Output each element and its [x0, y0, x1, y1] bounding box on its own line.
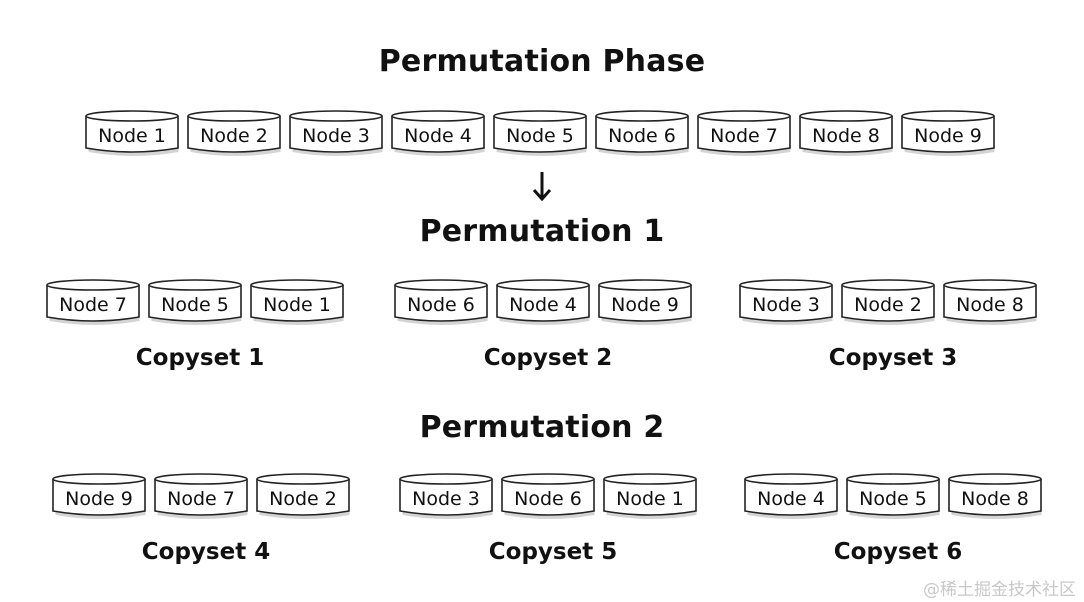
node-label: Node 9: [914, 125, 982, 147]
copyset-label: Copyset 1: [135, 345, 265, 371]
node-disk: Node 9: [597, 277, 693, 327]
disk-icon: [744, 473, 838, 519]
copyset-row: Node 6 Node 4 Node 9: [393, 277, 693, 327]
node-disk: Node 8: [947, 471, 1043, 521]
disk-icon: [948, 473, 1042, 519]
node-label: Node 4: [509, 294, 577, 316]
all-nodes-row: Node 1 Node 2 Node 3 Node 4 Node 5 Node …: [84, 108, 996, 158]
disk-icon: [289, 110, 383, 156]
disk-icon: [85, 110, 179, 156]
node-disk: Node 2: [255, 471, 351, 521]
page-title: Permutation Phase: [378, 44, 706, 79]
node-disk: Node 5: [845, 471, 941, 521]
disk-icon: [256, 473, 350, 519]
node-label: Node 7: [59, 294, 127, 316]
node-disk: Node 3: [288, 108, 384, 158]
disk-icon: [46, 279, 140, 325]
disk-icon: [154, 473, 248, 519]
node-disk: Node 3: [738, 277, 834, 327]
node-label: Node 3: [412, 488, 480, 510]
node-label: Node 5: [859, 488, 927, 510]
node-label: Node 6: [407, 294, 475, 316]
node-label: Node 3: [752, 294, 820, 316]
disk-icon: [603, 473, 697, 519]
node-disk: Node 4: [390, 108, 486, 158]
disk-icon: [595, 110, 689, 156]
node-label: Node 1: [616, 488, 684, 510]
permutation-title: Permutation 2: [419, 410, 665, 445]
disk-icon: [250, 279, 344, 325]
disk-icon: [391, 110, 485, 156]
node-disk: Node 7: [153, 471, 249, 521]
disk-icon: [148, 279, 242, 325]
node-label: Node 6: [514, 488, 582, 510]
node-disk: Node 8: [942, 277, 1038, 327]
node-disk: Node 4: [495, 277, 591, 327]
node-disk: Node 5: [492, 108, 588, 158]
copyset-label: Copyset 6: [833, 539, 963, 565]
node-label: Node 8: [812, 125, 880, 147]
node-label: Node 4: [757, 488, 825, 510]
disk-icon: [187, 110, 281, 156]
node-label: Node 3: [302, 125, 370, 147]
node-disk: Node 5: [147, 277, 243, 327]
node-disk: Node 1: [84, 108, 180, 158]
disk-icon: [846, 473, 940, 519]
node-disk: Node 6: [393, 277, 489, 327]
node-disk: Node 8: [798, 108, 894, 158]
node-label: Node 2: [854, 294, 922, 316]
node-label: Node 6: [608, 125, 676, 147]
node-disk: Node 7: [45, 277, 141, 327]
node-disk: Node 1: [249, 277, 345, 327]
node-label: Node 8: [961, 488, 1029, 510]
node-label: Node 2: [269, 488, 337, 510]
node-label: Node 7: [710, 125, 778, 147]
arrow-down-icon: [532, 172, 552, 202]
disk-icon: [901, 110, 995, 156]
copyset-label: Copyset 4: [141, 539, 271, 565]
node-label: Node 5: [506, 125, 574, 147]
disk-icon: [697, 110, 791, 156]
disk-icon: [394, 279, 488, 325]
node-disk: Node 9: [900, 108, 996, 158]
copyset-row: Node 9 Node 7 Node 2: [51, 471, 351, 521]
node-disk: Node 3: [398, 471, 494, 521]
disk-icon: [496, 279, 590, 325]
node-disk: Node 2: [186, 108, 282, 158]
node-disk: Node 6: [594, 108, 690, 158]
disk-icon: [399, 473, 493, 519]
disk-icon: [501, 473, 595, 519]
copyset-row: Node 3 Node 2 Node 8: [738, 277, 1038, 327]
copyset-row: Node 4 Node 5 Node 8: [743, 471, 1043, 521]
disk-icon: [943, 279, 1037, 325]
disk-icon: [52, 473, 146, 519]
disk-icon: [598, 279, 692, 325]
copyset-row: Node 7 Node 5 Node 1: [45, 277, 345, 327]
node-disk: Node 7: [696, 108, 792, 158]
node-label: Node 1: [98, 125, 166, 147]
disk-icon: [841, 279, 935, 325]
watermark: @稀土掘金技术社区: [923, 580, 1076, 600]
node-disk: Node 9: [51, 471, 147, 521]
node-label: Node 9: [65, 488, 133, 510]
disk-icon: [493, 110, 587, 156]
disk-icon: [799, 110, 893, 156]
disk-icon: [739, 279, 833, 325]
node-disk: Node 1: [602, 471, 698, 521]
node-label: Node 7: [167, 488, 235, 510]
node-label: Node 2: [200, 125, 268, 147]
node-label: Node 8: [956, 294, 1024, 316]
node-disk: Node 4: [743, 471, 839, 521]
node-disk: Node 2: [840, 277, 936, 327]
node-label: Node 4: [404, 125, 472, 147]
copyset-label: Copyset 5: [488, 539, 618, 565]
node-disk: Node 6: [500, 471, 596, 521]
copyset-label: Copyset 2: [483, 345, 613, 371]
node-label: Node 1: [263, 294, 331, 316]
node-label: Node 9: [611, 294, 679, 316]
permutation-title: Permutation 1: [419, 214, 665, 249]
copyset-row: Node 3 Node 6 Node 1: [398, 471, 698, 521]
node-label: Node 5: [161, 294, 229, 316]
copyset-label: Copyset 3: [828, 345, 958, 371]
